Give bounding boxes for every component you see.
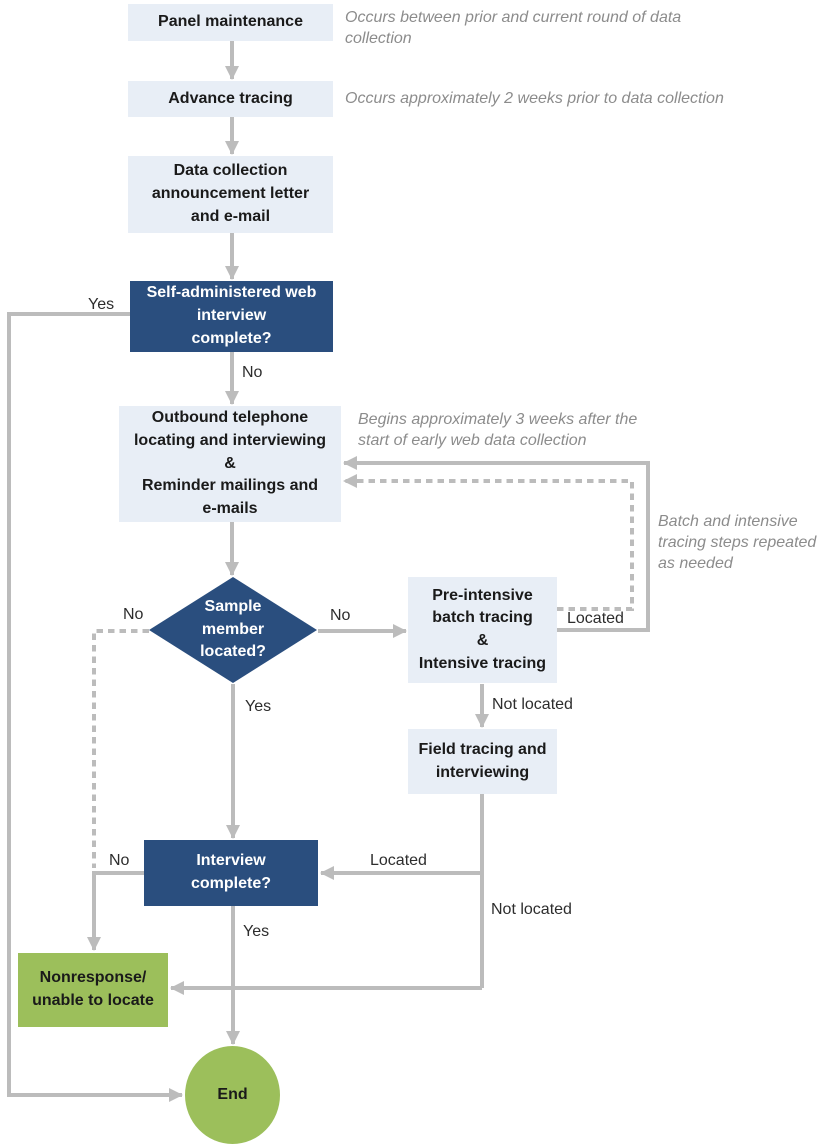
node-outbound-telephone: Outbound telephone locating and intervie…: [119, 406, 341, 522]
arrow-batch-located-to-outbound: [343, 456, 650, 632]
edge-label-field-located: Located: [370, 852, 427, 869]
node-interview-complete: Interview complete?: [144, 840, 318, 906]
edge-label-diamond-no-left: No: [123, 606, 144, 623]
edge-label-interview-yes: Yes: [243, 923, 270, 940]
arrow-interview-no-to-nonresponse: [87, 871, 144, 951]
node-advance-tracing: Advance tracing: [128, 81, 333, 117]
note-tracing-loop: Batch and intensive tracing steps repeat…: [658, 513, 817, 573]
node-end: End: [185, 1046, 280, 1144]
line-diamond-no-left-dashed: [92, 629, 149, 868]
arrow-web-yes-to-end: [7, 312, 183, 1102]
note-outbound-telephone: Begins approximately 3 weeks after the s…: [358, 411, 638, 450]
edge-label-field-not-located: Not located: [491, 901, 572, 918]
arrow-tracing-loop-dashed: [343, 474, 634, 611]
edge-label-batch-located: Located: [567, 610, 624, 627]
node-batch-intensive-tracing: Pre-intensive batch tracing & Intensive …: [408, 577, 557, 683]
edge-label-interview-no: No: [109, 852, 130, 869]
edge-label-batch-not-located: Not located: [492, 696, 573, 713]
node-announcement-letter: Data collection announcement letter and …: [128, 156, 333, 233]
node-panel-maintenance: Panel maintenance: [128, 4, 333, 41]
node-field-tracing: Field tracing and interviewing: [408, 729, 557, 794]
node-web-interview-complete: Self-administered web interview complete…: [130, 281, 333, 352]
edge-label-diamond-yes: Yes: [245, 698, 272, 715]
note-panel-maintenance: Occurs between prior and current round o…: [345, 9, 682, 48]
edge-label-diamond-no-right: No: [330, 607, 351, 624]
note-advance-tracing: Occurs approximately 2 weeks prior to da…: [345, 90, 724, 107]
node-nonresponse: Nonresponse/ unable to locate: [18, 953, 168, 1027]
edge-label-web-no: No: [242, 364, 263, 381]
edge-label-web-yes: Yes: [88, 296, 115, 313]
